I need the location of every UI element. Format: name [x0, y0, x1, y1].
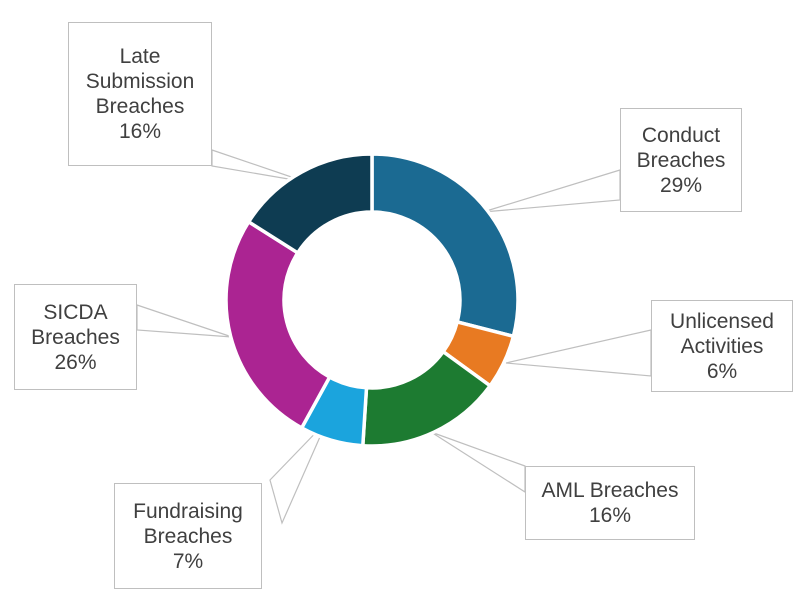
callout-line: Breaches [636, 148, 726, 172]
callout-line: Submission [85, 70, 195, 93]
callout-value: 29% [659, 173, 703, 197]
leader-line-sicda [136, 304, 233, 338]
callout-aml-breaches[interactable]: AML Breaches 16% [525, 466, 695, 540]
leader-line-conduct [482, 169, 621, 213]
callout-value: 26% [54, 350, 97, 374]
leader-line-late-submission [211, 149, 307, 183]
callout-sicda-breaches[interactable]: SICDA Breaches 26% [14, 284, 137, 390]
slice-conduct-breaches[interactable] [370, 152, 520, 339]
callout-value: 6% [706, 359, 738, 383]
callout-line: SICDA [43, 300, 108, 324]
slice-late-submission-breaches[interactable] [246, 152, 374, 256]
callout-line: Fundraising [133, 499, 243, 523]
slice-sicda-breaches[interactable] [224, 219, 332, 431]
callout-line: Activities [680, 334, 764, 358]
callout-line: Breaches [143, 524, 233, 548]
callout-late-submission-breaches[interactable]: Late Submission Breaches 16% [68, 22, 212, 166]
leader-line-aml [430, 431, 526, 494]
donut-slices [224, 152, 520, 448]
callout-line: Unlicensed [670, 309, 774, 333]
callout-fundraising-breaches[interactable]: Fundraising Breaches 7% [114, 483, 262, 589]
leader-lines [136, 149, 652, 525]
leader-line-fundraising [269, 420, 328, 525]
callout-unlicensed-activities[interactable]: Unlicensed Activities 6% [651, 300, 793, 392]
callout-value: 16% [588, 504, 632, 527]
callout-line: AML Breaches [541, 479, 679, 502]
callout-line: Conduct [641, 123, 721, 147]
callout-value: 7% [172, 549, 204, 573]
callout-value: 16% [118, 120, 162, 143]
callout-conduct-breaches[interactable]: Conduct Breaches 29% [620, 108, 742, 212]
callout-line: Breaches [31, 325, 120, 349]
leader-line-unlicensed [505, 329, 652, 377]
callout-line: Late [119, 45, 161, 68]
callout-line: Breaches [95, 95, 185, 118]
